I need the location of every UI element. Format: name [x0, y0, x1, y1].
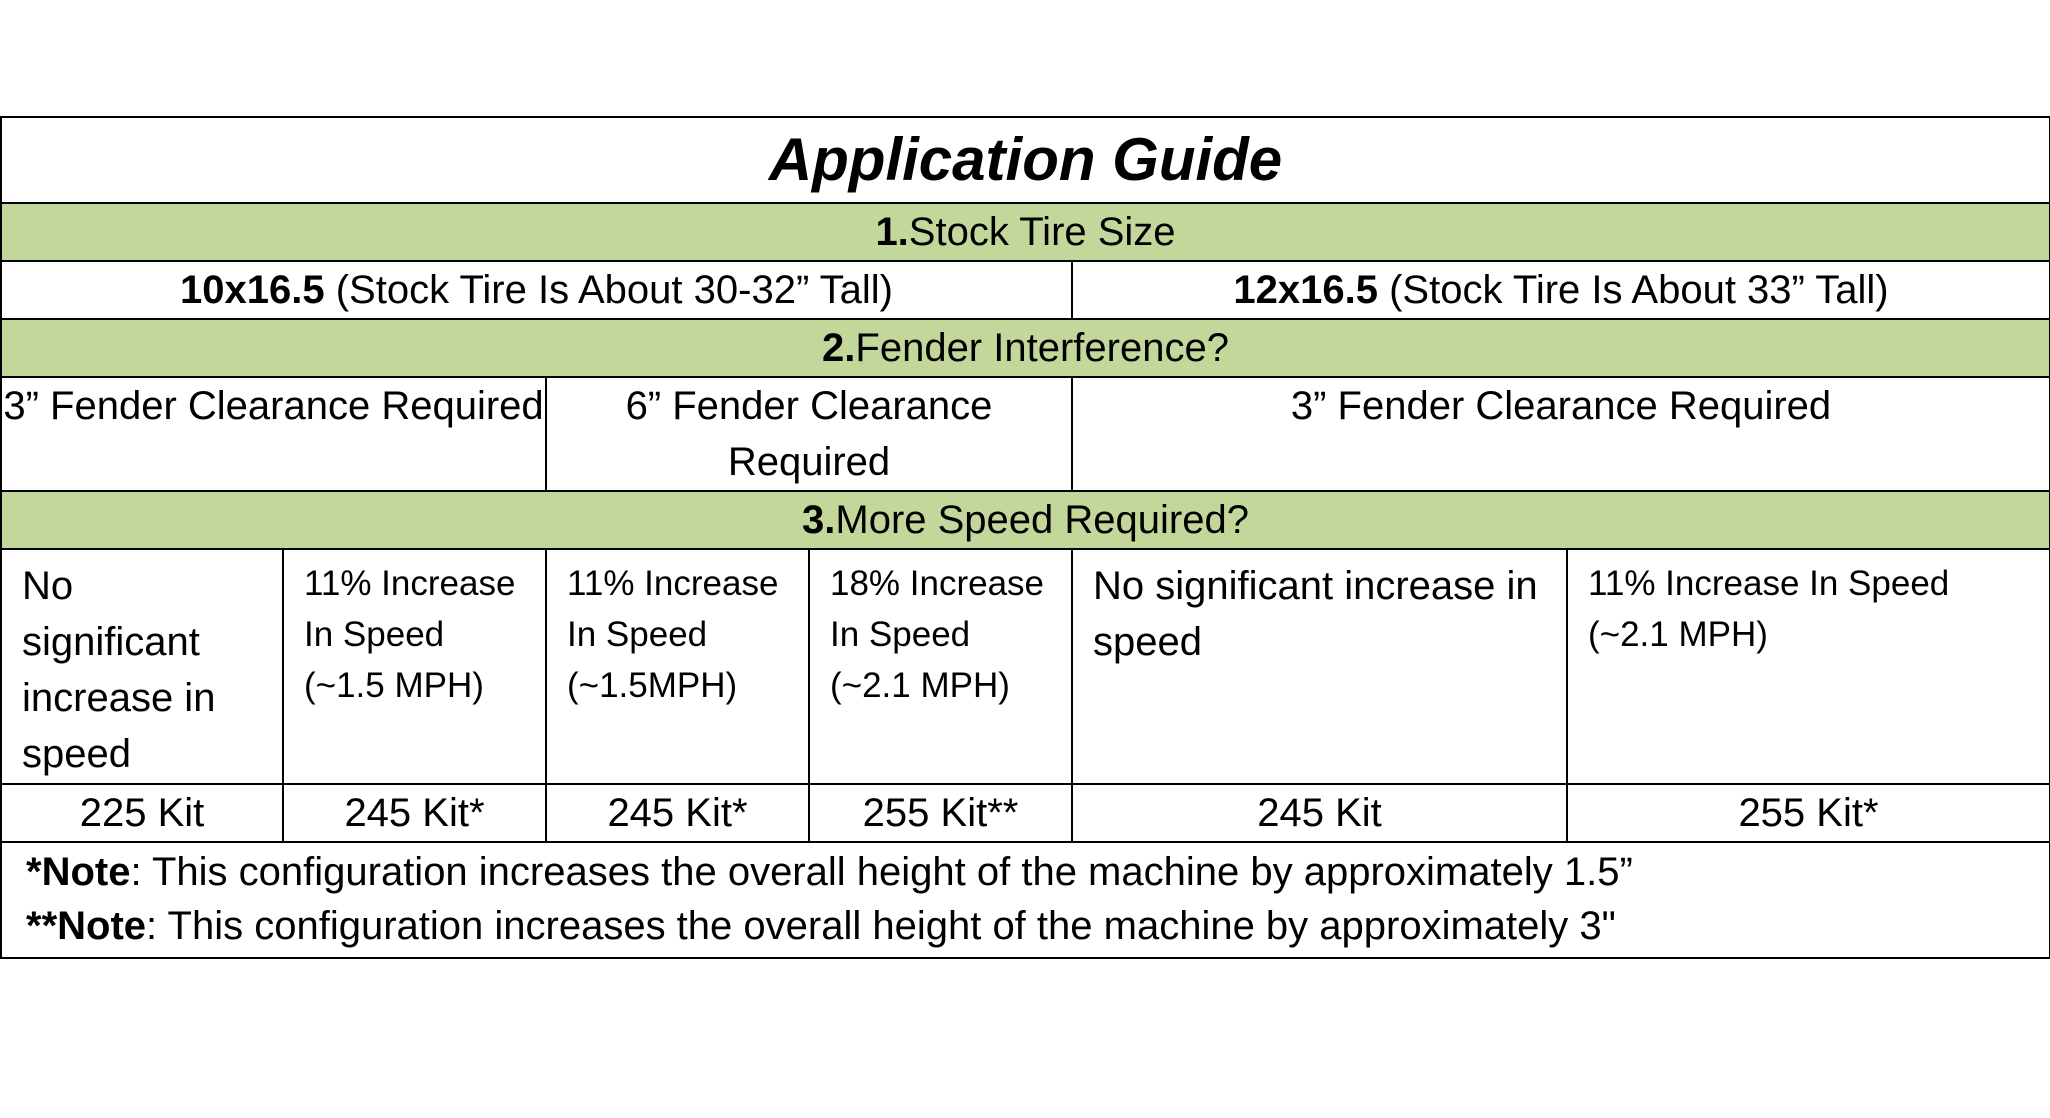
speed-option-cell: 11% Increase In Speed (~1.5MPH)	[545, 548, 810, 785]
note-line: *Note: This configuration increases the …	[26, 845, 2025, 899]
tire-desc: (Stock Tire Is About 33” Tall)	[1378, 268, 1889, 312]
notes-cell: *Note: This configuration increases the …	[0, 841, 2050, 959]
step-2-label: Fender Interference?	[855, 326, 1229, 370]
step-1-row: 1.Stock Tire Size	[0, 202, 2050, 262]
fender-clearance-cell: 6” Fender Clearance Required	[545, 376, 1073, 492]
step-1-label: Stock Tire Size	[908, 210, 1176, 254]
note-line: **Note: This configuration increases the…	[26, 899, 2025, 953]
title-row: Application Guide	[0, 116, 2050, 204]
application-guide-table: Application Guide 1.Stock Tire Size 10x1…	[0, 116, 2050, 959]
speed-option-cell: No significant increase in speed	[1071, 548, 1568, 785]
fender-clearance-cell: 3” Fender Clearance Required	[1071, 376, 2050, 492]
step-3-number: 3.	[802, 498, 836, 542]
step-2-row: 2.Fender Interference?	[0, 318, 2050, 378]
note-marker: *Note	[26, 850, 131, 894]
kit-row: 225 Kit 245 Kit* 245 Kit* 255 Kit** 245 …	[0, 783, 2050, 843]
page-title: Application Guide	[0, 116, 2050, 204]
note-marker: **Note	[26, 904, 147, 948]
fender-row: 3” Fender Clearance Required 6” Fender C…	[0, 376, 2050, 492]
tire-desc: (Stock Tire Is About 30-32” Tall)	[324, 268, 893, 312]
note-text: : This configuration increases the overa…	[130, 850, 1633, 894]
kit-cell: 225 Kit	[0, 783, 284, 843]
step-3-row: 3.More Speed Required?	[0, 490, 2050, 550]
fender-clearance-cell: 3” Fender Clearance Required	[0, 376, 547, 492]
step-1-header: 1.Stock Tire Size	[0, 202, 2050, 262]
step-2-number: 2.	[822, 326, 856, 370]
step-2-header: 2.Fender Interference?	[0, 318, 2050, 378]
speed-option-cell: 11% Increase In Speed (~2.1 MPH)	[1566, 548, 2050, 785]
speed-option-cell: 11% Increase In Speed (~1.5 MPH)	[282, 548, 547, 785]
kit-cell: 245 Kit	[1071, 783, 1568, 843]
note-text: : This configuration increases the overa…	[146, 904, 1616, 948]
step-3-label: More Speed Required?	[835, 498, 1249, 542]
step-3-header: 3.More Speed Required?	[0, 490, 2050, 550]
kit-cell: 245 Kit*	[545, 783, 810, 843]
step-1-number: 1.	[875, 210, 909, 254]
speed-option-cell: No significant increase in speed	[0, 548, 284, 785]
tire-size: 12x16.5	[1233, 268, 1378, 312]
speed-option-cell: 18% Increase In Speed (~2.1 MPH)	[808, 548, 1073, 785]
kit-cell: 255 Kit*	[1566, 783, 2050, 843]
tire-option-10x16: 10x16.5 (Stock Tire Is About 30-32” Tall…	[0, 260, 1073, 320]
kit-cell: 255 Kit**	[808, 783, 1073, 843]
notes-row: *Note: This configuration increases the …	[0, 841, 2050, 959]
speed-row: No significant increase in speed 11% Inc…	[0, 548, 2050, 785]
tire-size-row: 10x16.5 (Stock Tire Is About 30-32” Tall…	[0, 260, 2050, 320]
tire-option-12x16: 12x16.5 (Stock Tire Is About 33” Tall)	[1071, 260, 2050, 320]
tire-size: 10x16.5	[180, 268, 325, 312]
kit-cell: 245 Kit*	[282, 783, 547, 843]
